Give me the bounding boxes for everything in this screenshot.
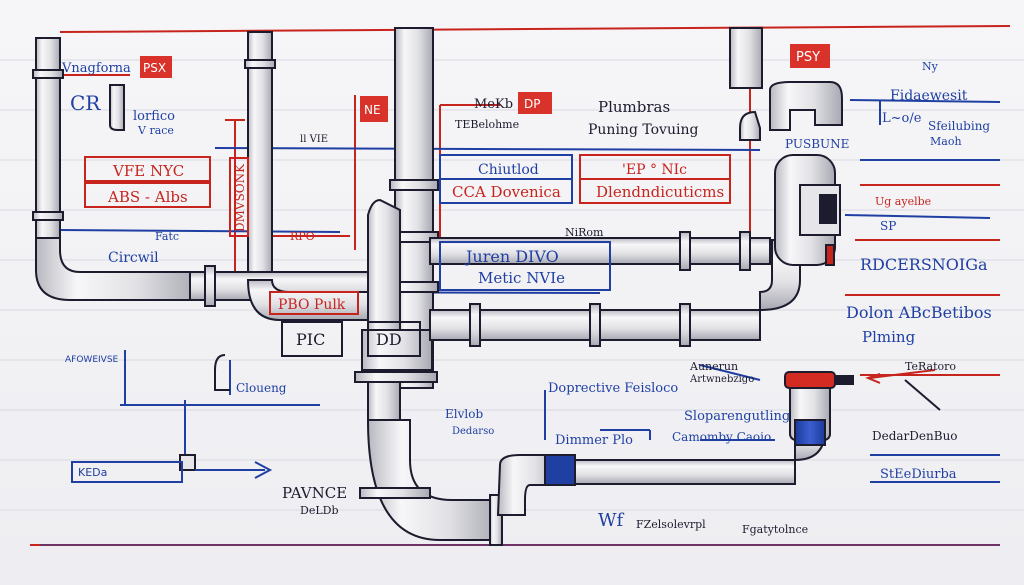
label-dedarso: Dedarso [452,426,494,437]
label-artwnebzigo: Artwnebzigo [689,374,754,385]
label-wf: Wf [598,510,625,531]
label-metic: Metic NVIe [478,269,565,287]
label-sloparen: Sloparengutling [684,409,790,424]
label-psy: PSY [796,50,820,65]
label-fzelsolevrpl: FZelsolevrpl [636,518,706,531]
label-dp: DP [524,97,540,111]
label-udg: Ug ayelbe [875,195,931,208]
label-pbo-pulk: PBO Pulk [278,297,346,313]
label-circwil: Circwil [108,250,159,266]
label-vrace: V race [137,124,174,137]
tag-psx [140,56,172,78]
label-afowei: AFOWEIVSE [65,355,119,365]
label-pavnce: PAVNCE [282,484,347,502]
label-steediurba: StEeDiurba [880,467,957,482]
label-camomby: Camomby Caoio [672,430,771,444]
label-abs-albs: ABS - Albs [107,188,188,206]
label-nirom: NiRom [565,226,604,239]
label-deldb: DeLDb [300,504,339,517]
label-rpo: RPO [290,230,315,243]
label-dolon: Dolon ABcBetibos [846,303,992,322]
p-trap-bottom [496,371,854,516]
label-tebelohme: TEBelohme [455,118,519,131]
tag-ne [360,96,388,122]
arrows [195,369,941,479]
label-psx: PSX [143,61,166,75]
label-cr: CR [70,91,101,115]
label-maoh: Maoh [930,135,962,148]
label-elvlob: Elvlob [445,407,483,421]
label-cloueng: Cloueng [236,381,287,395]
label-fgatytolnce: Fgatytolnce [742,523,808,536]
label-lole: L~o/e [882,111,922,126]
label-dimmer: Dimmer Plo [555,433,633,448]
label-rdcers: RDCERSNOIGa [860,255,988,274]
label-teratoro: TeRatoro [905,360,956,373]
label-small-vie: ll VIE [300,134,328,145]
right-vent-pipe [729,27,843,266]
label-mekb: MeKb [474,97,513,112]
label-sp: SP [880,219,896,233]
label-vfe-nyc: VFE NYC [112,162,184,180]
label-ep-nic: 'EP ° NIc [622,162,687,178]
tag-dp [518,92,552,114]
label-dedardenbuo: DedarDenBuo [872,429,958,443]
label-chiutlod: Chiutlod [478,162,539,178]
tag-psy [790,44,830,68]
label-aunerun: Aunerun [689,360,738,373]
label-ne: NE [364,103,381,117]
boxed-labels [71,154,731,483]
label-dd: DD [376,330,402,349]
label-puning: Puning Tovuing [588,122,698,138]
label-plumbras: Plumbras [598,98,670,116]
label-juren: Juren DIVO [464,247,559,266]
label-sfeilubing: Sfeilubing [928,119,990,133]
red-tags [140,44,830,122]
label-plming: Plming [862,328,916,346]
label-lorfico: lorfico [133,109,175,124]
label-ny: Ny [922,60,939,73]
label-top-left: Vnagforna [61,61,131,76]
label-pusbune: PUSBUNE [785,137,849,151]
central-stack-pipe [354,27,503,546]
label-cca: CCA Dovenica [452,183,561,201]
label-fidaewesit: Fidaewesit [890,88,968,104]
left-stack-pipe [32,37,201,301]
small-trap [109,84,230,471]
label-keda: KEDa [78,466,107,479]
label-dlondo: Dlendndicuticms [596,183,724,201]
main-drain-right [429,231,801,347]
label-fatc: Fatc [155,230,179,243]
label-pic: PIC [296,330,325,349]
text-labels: Vnagforna PSX CR lorfico V race VFE NYC … [61,50,992,536]
main-drain-left [189,265,371,321]
label-doprective: Doprective Feisloco [548,381,678,396]
second-stack-pipe [244,31,276,283]
label-vertical-note: DMVSONK [233,163,247,232]
